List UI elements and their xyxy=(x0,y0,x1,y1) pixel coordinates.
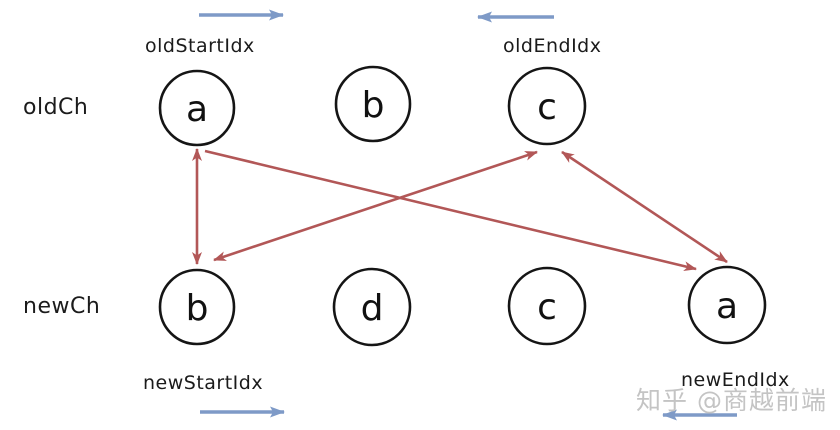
old-node-c-letter: c xyxy=(537,87,557,128)
new-node-a-letter: a xyxy=(716,286,738,327)
new-node-c-letter: c xyxy=(537,287,557,328)
new-node-d: d xyxy=(332,267,412,347)
new-node-b-letter: b xyxy=(186,288,209,329)
edge-newb-oldc xyxy=(213,150,538,262)
edge-oldc-newa xyxy=(561,150,728,264)
new-node-d-circle xyxy=(332,267,412,347)
new-start-idx-label: newStartIdx xyxy=(143,372,264,394)
old-row-label: oldCh xyxy=(23,95,89,120)
new-node-a-circle xyxy=(687,265,767,345)
new-node-c-circle xyxy=(507,266,587,346)
new-node-b: b xyxy=(158,268,236,346)
old-node-a-letter: a xyxy=(186,89,208,130)
new-node-d-letter: d xyxy=(361,288,384,329)
old-node-c-circle xyxy=(507,66,587,146)
new-node-c: c xyxy=(507,266,587,346)
old-node-a: a xyxy=(158,69,236,147)
old-start-idx-label: oldStartIdx xyxy=(145,35,255,57)
old-node-c: c xyxy=(507,66,587,146)
old-node-b-letter: b xyxy=(362,85,385,126)
old-node-b-circle xyxy=(334,65,412,143)
old-node-a-circle xyxy=(158,69,236,147)
old-end-idx-label: oldEndIdx xyxy=(503,35,602,57)
old-node-b: b xyxy=(334,65,412,143)
edge-olda-newa xyxy=(204,149,697,272)
new-end-idx-label: newEndIdx xyxy=(681,369,790,391)
new-node-a: a xyxy=(687,265,767,345)
new-row-label: newCh xyxy=(23,294,101,319)
new-node-b-circle xyxy=(158,268,236,346)
